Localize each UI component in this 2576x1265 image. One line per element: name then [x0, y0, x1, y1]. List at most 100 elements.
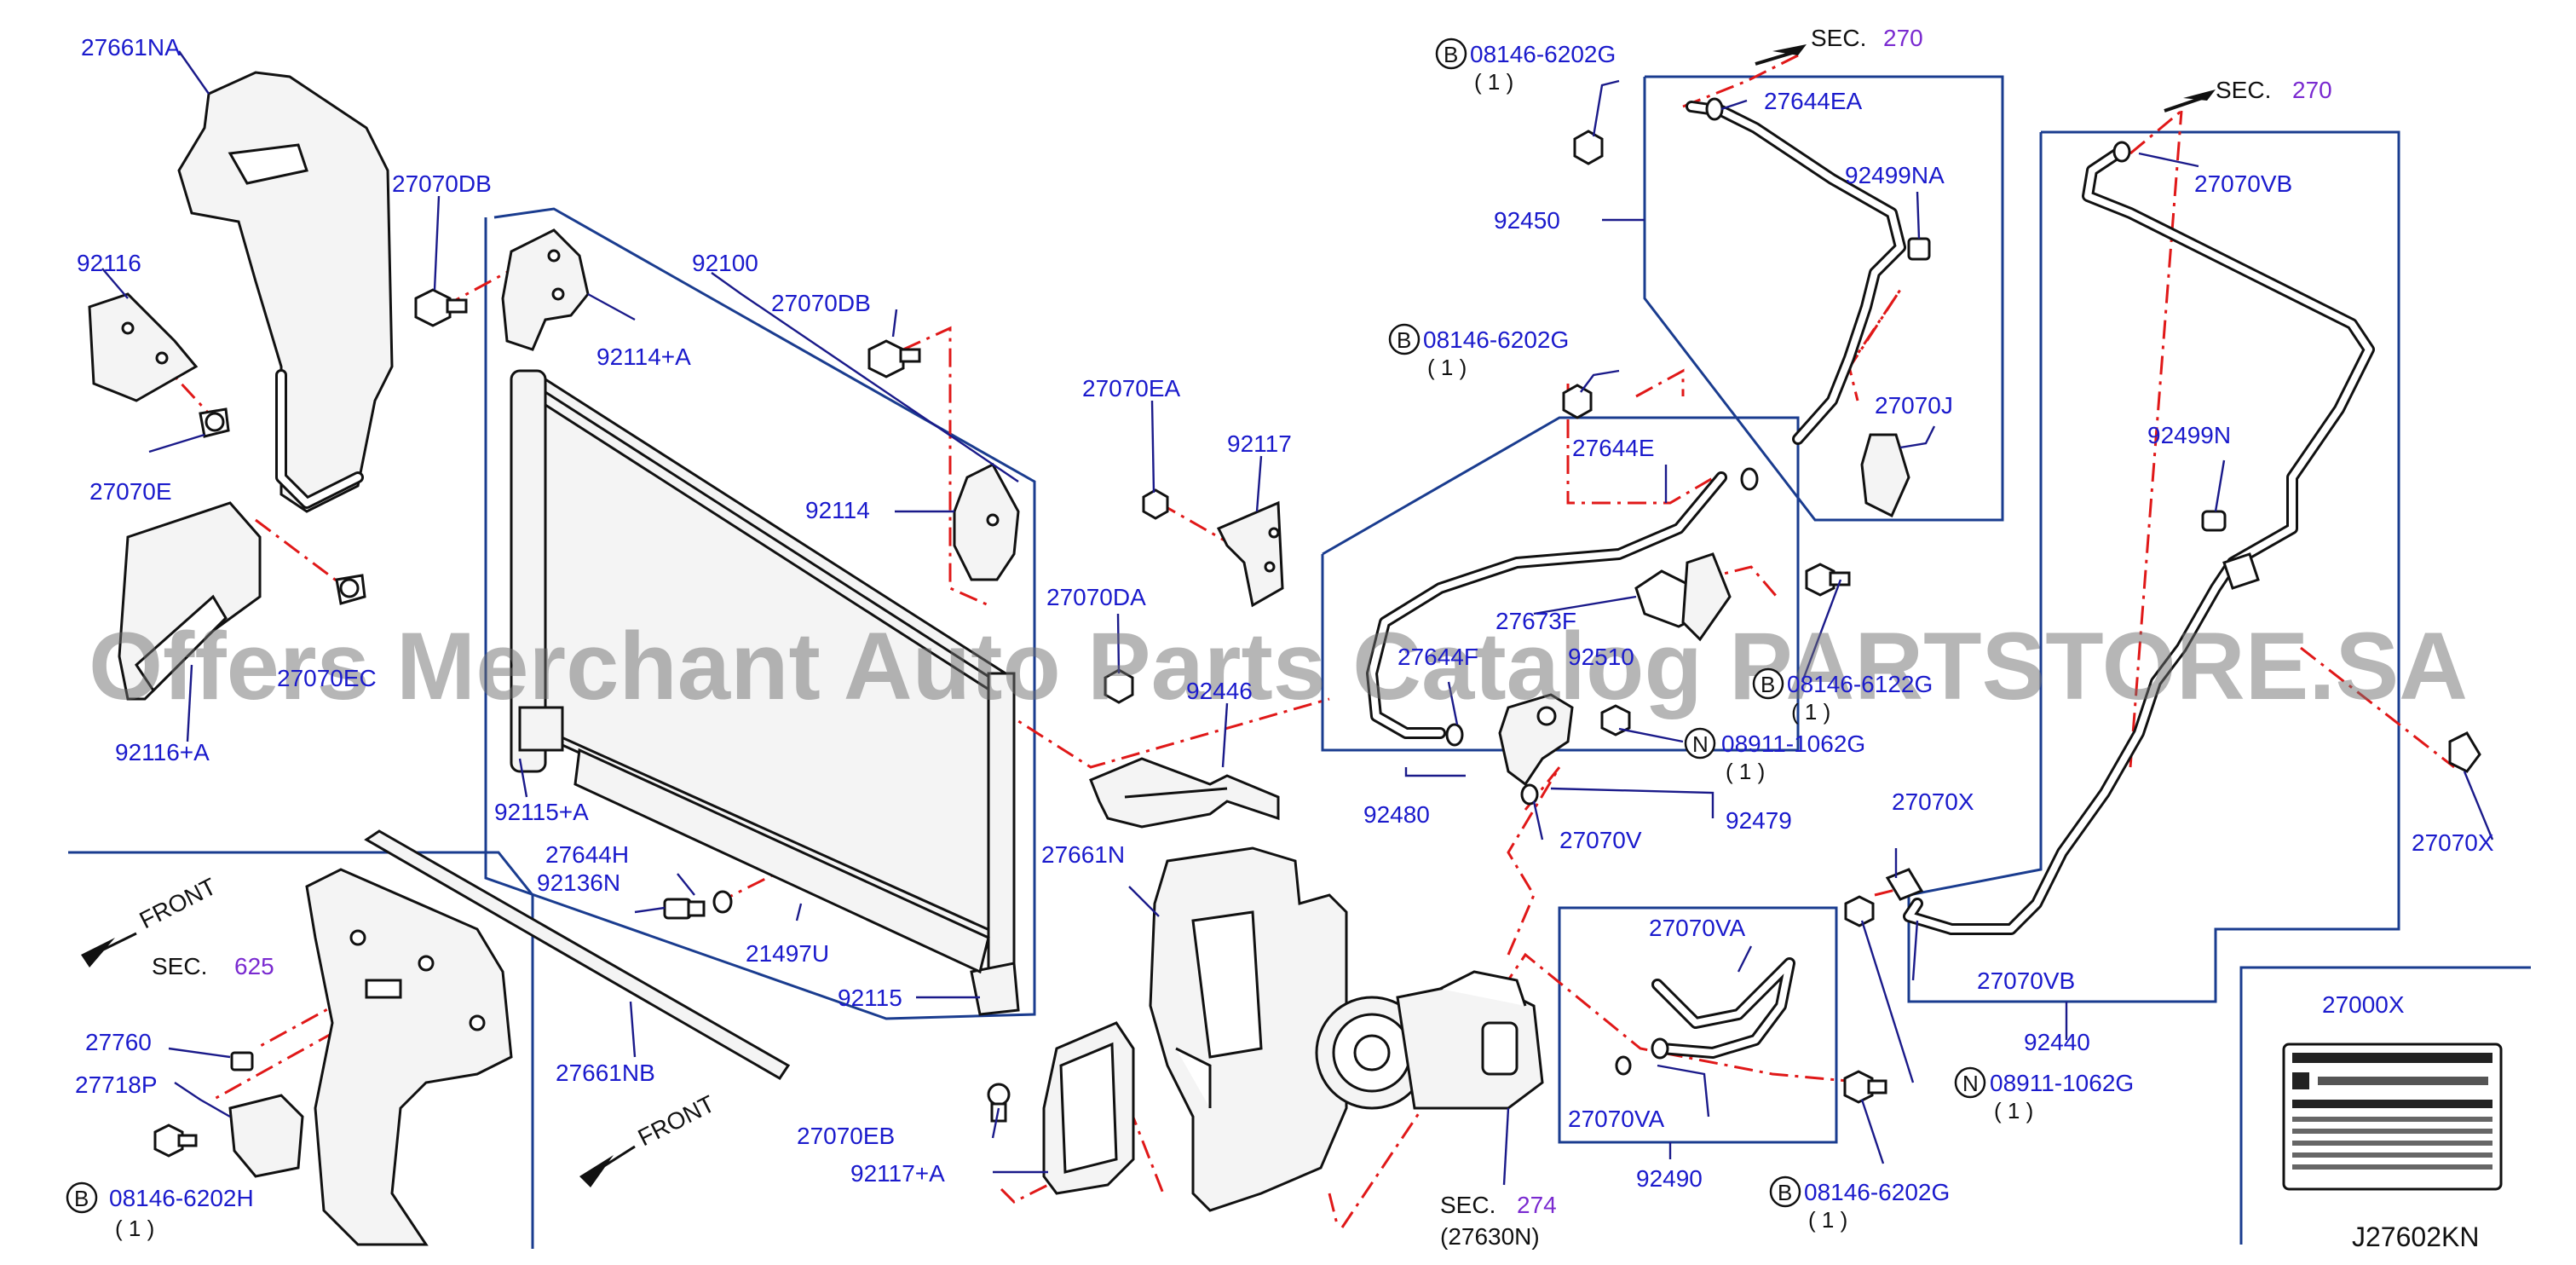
label-92100[interactable]: 92100: [692, 250, 758, 276]
label-27673F[interactable]: 27673F: [1495, 608, 1576, 634]
block-92479: [1498, 693, 1631, 806]
sec-ref-prefix: SEC.: [2216, 77, 2271, 103]
label-92115A[interactable]: 92115+A: [494, 799, 589, 825]
pipe-92490: [1615, 957, 1795, 1076]
label-27000X[interactable]: 27000X: [2322, 991, 2405, 1018]
sec-ref-prefix: SEC.: [1440, 1192, 1495, 1218]
bolt-08146-6202H: [153, 1123, 198, 1158]
nut-08911-1062G-lower: [1844, 895, 1875, 927]
callout-circles: B B B N N B B: [66, 38, 1986, 1214]
core-support: [305, 868, 513, 1246]
label-08146-6202G-lower[interactable]: 08146-6202G: [1804, 1179, 1950, 1205]
label-92450[interactable]: 92450: [1494, 207, 1560, 234]
label-92114[interactable]: 92114: [805, 497, 870, 523]
sec-ref-number[interactable]: 270: [2292, 77, 2332, 103]
label-92446[interactable]: 92446: [1186, 678, 1253, 704]
pipe-92480: [1366, 467, 1759, 747]
label-27070DB-left[interactable]: 27070DB: [392, 170, 492, 197]
qty-08911-1062G-lower: ( 1 ): [1994, 1098, 2033, 1123]
pipe-92450: [1562, 97, 1931, 518]
label-27070VA-bottom[interactable]: 27070VA: [1568, 1106, 1664, 1132]
part-drawings: [81, 44, 2503, 1246]
bracket-92114A: [501, 228, 590, 351]
label-27070VB-lower[interactable]: 27070VB: [1977, 968, 2075, 994]
label-92115[interactable]: 92115: [838, 985, 902, 1011]
clip-27070EB: [987, 1083, 1011, 1123]
box-92480: [1321, 416, 1800, 752]
sec-ref-number[interactable]: 270: [1883, 25, 1923, 51]
group-boxes: [68, 75, 2531, 1249]
callout-b: B: [1444, 42, 1458, 67]
clip-27070EC: [335, 574, 366, 605]
label-92499N[interactable]: 92499N: [2147, 422, 2231, 448]
air-guide-27661NA: [177, 71, 394, 513]
label-92510[interactable]: 92510: [1568, 644, 1634, 670]
label-27070V[interactable]: 27070V: [1559, 827, 1642, 853]
label-27661NB[interactable]: 27661NB: [556, 1060, 655, 1086]
label-92440[interactable]: 92440: [2024, 1029, 2090, 1055]
bracket-92114: [953, 463, 1020, 581]
condenser-92100: [510, 369, 1020, 1016]
label-92499NA[interactable]: 92499NA: [1845, 162, 1945, 188]
label-27661NA[interactable]: 27661NA: [81, 34, 181, 61]
qty-08146-6202G-mid: ( 1 ): [1427, 355, 1467, 380]
label-92114A[interactable]: 92114+A: [596, 344, 691, 370]
sec-ref-number[interactable]: 625: [234, 953, 274, 979]
label-27070X-upper[interactable]: 27070X: [1892, 788, 1974, 815]
front-label-lower: FRONT: [634, 1090, 719, 1151]
callout-n: N: [1692, 731, 1709, 757]
label-92117A[interactable]: 92117+A: [850, 1160, 945, 1187]
bolt-08146-6202G-lower: [1843, 1070, 1887, 1104]
clip-27070X-right: [2448, 731, 2481, 773]
label-27718P[interactable]: 27718P: [75, 1071, 158, 1098]
sec-ref-number[interactable]: 274: [1517, 1192, 1557, 1218]
label-27070J[interactable]: 27070J: [1875, 392, 1953, 419]
label-92490[interactable]: 92490: [1636, 1165, 1703, 1192]
label-92116A[interactable]: 92116+A: [115, 739, 210, 765]
label-27070VA-top[interactable]: 27070VA: [1649, 915, 1745, 941]
label-27070X-right[interactable]: 27070X: [2412, 829, 2494, 856]
label-08911-1062G-upper[interactable]: 08911-1062G: [1721, 731, 1865, 757]
label-27760[interactable]: 27760: [85, 1029, 152, 1055]
label-08146-6202G-top[interactable]: 08146-6202G: [1470, 41, 1616, 67]
label-08911-1062G-lower[interactable]: 08911-1062G: [1990, 1070, 2134, 1096]
label-27644EA[interactable]: 27644EA: [1764, 88, 1863, 114]
label-92116[interactable]: 92116: [77, 250, 141, 276]
box-92440: [1907, 130, 2400, 1003]
label-27661N[interactable]: 27661N: [1041, 841, 1125, 868]
sec-ref-prefix: SEC.: [152, 953, 207, 979]
label-27644E[interactable]: 27644E: [1572, 435, 1655, 461]
label-27070E[interactable]: 27070E: [89, 478, 172, 505]
label-21497U[interactable]: 21497U: [746, 940, 829, 967]
label-92479[interactable]: 92479: [1726, 807, 1792, 834]
label-92136N[interactable]: 92136N: [537, 869, 620, 896]
box-27000X: [2239, 966, 2531, 1245]
label-27070DA[interactable]: 27070DA: [1046, 584, 1146, 610]
label-27070EB[interactable]: 27070EB: [797, 1123, 895, 1149]
qty-08911-1062G-upper: ( 1 ): [1726, 759, 1765, 784]
sec-ref-sub: (27630N): [1440, 1223, 1540, 1250]
label-27070EC[interactable]: 27070EC: [277, 665, 377, 691]
pipe-92440: [1903, 141, 2375, 935]
bracket-92117: [1216, 500, 1284, 608]
bracket-92117A: [1042, 1021, 1135, 1195]
caution-label-27000X: [2282, 1043, 2503, 1191]
label-27070EA[interactable]: 27070EA: [1082, 375, 1181, 401]
label-08146-6202H[interactable]: 08146-6202H: [109, 1185, 254, 1211]
bolt-27070EA: [1142, 488, 1169, 520]
label-27644H[interactable]: 27644H: [545, 841, 629, 868]
label-92117[interactable]: 92117: [1227, 430, 1292, 457]
label-08146-6122G[interactable]: 08146-6122G: [1787, 671, 1933, 697]
label-27644F[interactable]: 27644F: [1397, 644, 1478, 670]
section-refs: SEC. 270 SEC. 270 SEC. 625 SEC. 274 (276…: [152, 25, 2332, 1250]
label-92480[interactable]: 92480: [1363, 801, 1430, 828]
label-27070VB-upper[interactable]: 27070VB: [2194, 170, 2292, 197]
oring-27644H: [712, 890, 733, 914]
qty-08146-6202H: ( 1 ): [115, 1216, 154, 1241]
label-27070DB-right[interactable]: 27070DB: [771, 290, 871, 316]
callout-b: B: [74, 1186, 89, 1211]
callout-b: B: [1397, 327, 1411, 353]
qty-08146-6122G: ( 1 ): [1791, 699, 1830, 725]
label-08146-6202G-mid[interactable]: 08146-6202G: [1423, 326, 1569, 353]
